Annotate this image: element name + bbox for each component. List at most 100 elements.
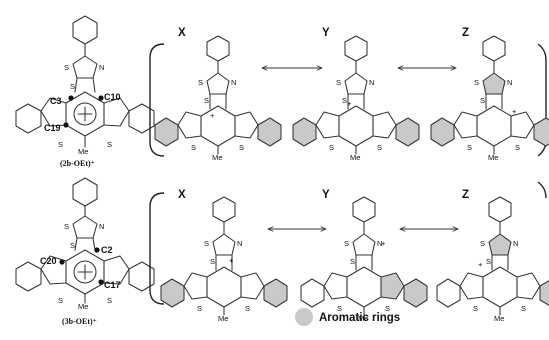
atom-s: S	[64, 63, 69, 72]
atom-s: S	[473, 304, 478, 313]
aromatic-ring	[540, 280, 549, 306]
ring-bond	[344, 35, 368, 62]
ring-bond	[352, 196, 376, 223]
ring-bond	[206, 72, 230, 95]
resonance-label-x: X	[178, 27, 186, 39]
atom-s: S	[329, 143, 334, 152]
atom-s: S	[377, 143, 382, 152]
methyl-label: Me	[78, 147, 88, 156]
atom-s: S	[350, 257, 355, 266]
ring-bond	[395, 117, 420, 147]
legend: Aromatic rings	[295, 308, 400, 326]
atom-s: S	[486, 257, 491, 266]
carbon-label: C19	[44, 123, 61, 133]
methyl-label: Me	[494, 314, 504, 323]
atom-s: S	[521, 304, 526, 313]
ring-bond	[212, 233, 236, 256]
charge-sign: +	[512, 107, 517, 116]
atom-s: S	[344, 239, 349, 248]
ring-bond	[206, 35, 230, 62]
atom-s: S	[474, 78, 479, 87]
compound-name: (2b-OEt)⁺	[60, 159, 95, 168]
atom-s: S	[210, 257, 215, 266]
methyl-label: Me	[350, 153, 360, 162]
atom-s: S	[480, 239, 485, 248]
ring-bond	[346, 266, 382, 308]
ring-bond	[372, 111, 397, 139]
ring-bond	[488, 196, 512, 223]
aromatic-ring	[396, 118, 419, 146]
resonance-structure	[300, 196, 428, 316]
methyl-label: Me	[78, 302, 88, 311]
ring-bond	[183, 272, 208, 300]
ring-bond	[533, 117, 549, 147]
ring-bond	[380, 272, 405, 300]
compound-3b-structure	[15, 177, 155, 304]
ring-bond	[323, 272, 348, 300]
atom-s: S	[385, 304, 390, 313]
atom-n: N	[99, 222, 104, 231]
atom-s: S	[70, 82, 75, 91]
ring-bond	[352, 233, 376, 256]
ring-bond	[459, 272, 484, 300]
legend-label: Aromatic rings	[319, 312, 400, 324]
charge-sign: +	[478, 260, 483, 269]
carbon-label: C20	[40, 256, 57, 266]
atom-s: S	[107, 140, 112, 149]
resonance-structure	[154, 35, 282, 155]
methyl-label: Me	[358, 314, 368, 323]
atom-s: S	[515, 143, 520, 152]
atom-s: S	[204, 239, 209, 248]
ring-bond	[453, 111, 478, 139]
charge-sign: +	[381, 239, 386, 248]
methyl-label: Me	[488, 153, 498, 162]
aromatic-ring	[264, 279, 287, 307]
aromatic-ring	[293, 118, 316, 146]
resonance-structure	[160, 196, 288, 316]
methyl-label: Me	[212, 153, 222, 162]
ring-bond	[430, 117, 455, 147]
atom-s: S	[64, 222, 69, 231]
bracket-right	[537, 181, 547, 199]
atom-n: N	[513, 239, 518, 248]
ring-bond	[482, 35, 506, 62]
ring-bond	[154, 117, 179, 147]
atom-s: S	[197, 304, 202, 313]
atom-s: S	[191, 143, 196, 152]
resonance-label-y: Y	[322, 27, 330, 39]
ring-bond	[212, 196, 236, 223]
ring-bond	[300, 278, 325, 308]
resonance-label-y: Y	[322, 189, 330, 201]
resonance-structure	[430, 35, 549, 155]
ring-bond	[436, 278, 461, 308]
resonance-structure	[436, 196, 549, 316]
ring-bond	[488, 233, 512, 256]
ring-bond	[257, 117, 282, 147]
atom-s: S	[342, 96, 347, 105]
ring-bond	[338, 105, 374, 147]
atom-s: S	[480, 96, 485, 105]
atom-n: N	[99, 63, 104, 72]
ring-bond	[516, 272, 541, 300]
ring-bond	[206, 266, 242, 308]
resonance-label-x: X	[178, 189, 186, 201]
ring-bond	[476, 105, 512, 147]
compound-2b-structure	[15, 15, 155, 148]
ring-bond	[177, 111, 202, 139]
aromatic-ring	[155, 118, 178, 146]
atom-s: S	[107, 296, 112, 305]
ring-bond	[482, 72, 506, 95]
aromatic-ring	[381, 273, 404, 299]
atom-n: N	[377, 239, 382, 248]
ring-bond	[234, 111, 259, 139]
bracket-right	[537, 43, 547, 157]
ring-bond	[263, 278, 288, 308]
bracket-left	[149, 43, 165, 157]
aromatic-ring	[489, 234, 511, 255]
resonance-label-z: Z	[462, 27, 469, 39]
ring-bond	[240, 272, 265, 300]
aromatic-ring	[161, 279, 184, 307]
atom-s: S	[70, 241, 75, 250]
aromatic-ring	[534, 118, 549, 146]
